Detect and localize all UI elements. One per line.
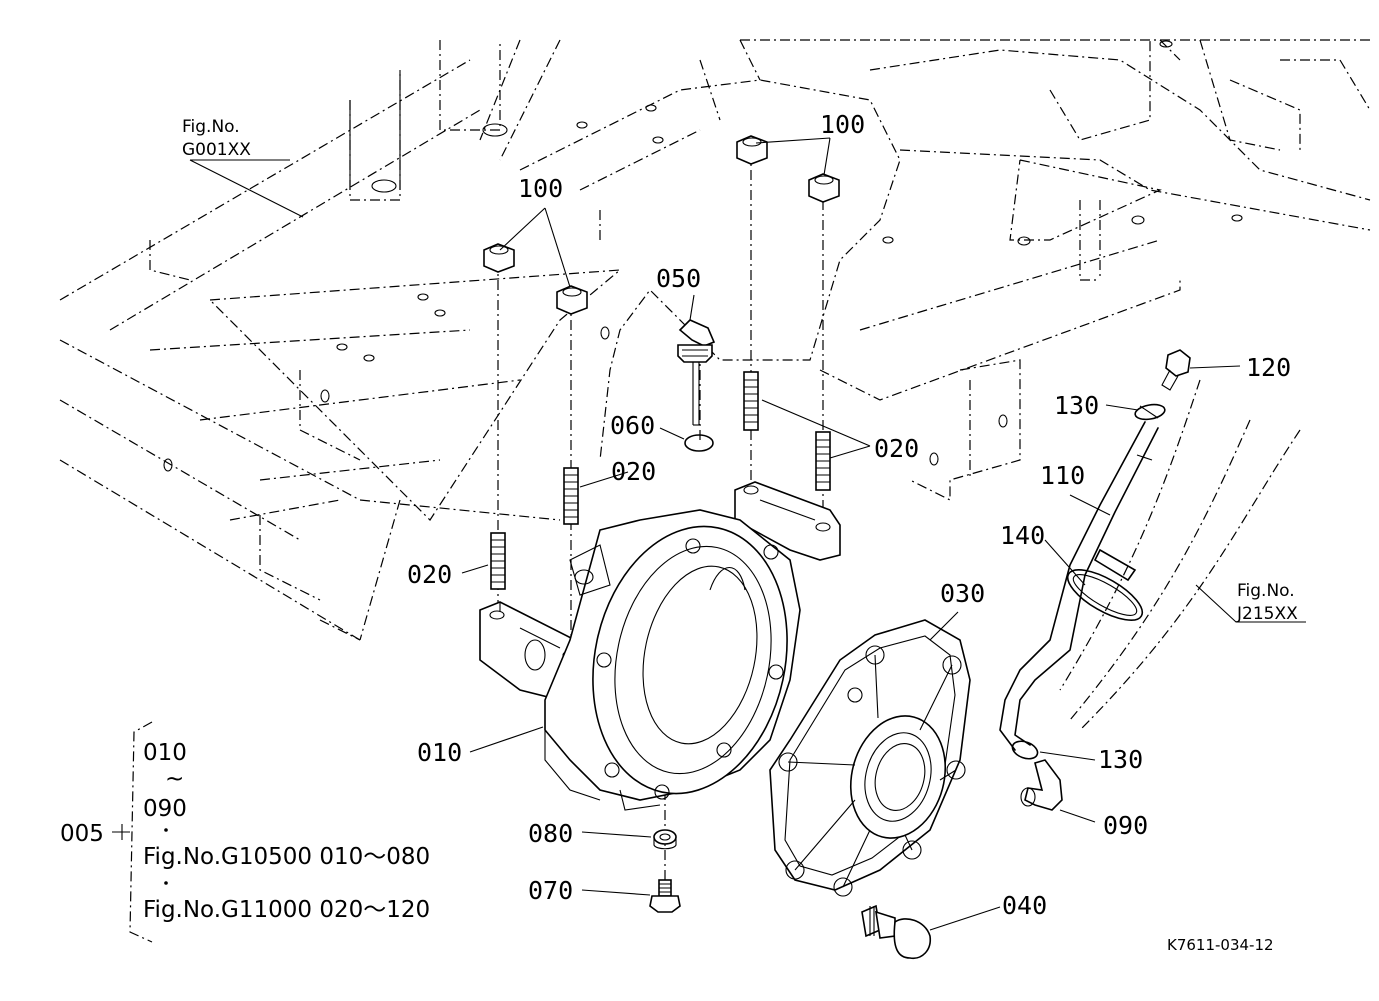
drain-plug-040 [861, 904, 932, 960]
fig-ref-left: Fig.No. G001XX [182, 117, 251, 160]
label-130-bottom: 130 [1098, 745, 1143, 774]
label-020-right: 020 [874, 434, 919, 463]
fig-ref-left-line1: Fig.No. [182, 117, 240, 137]
label-080: 080 [528, 819, 573, 848]
frame-holes [163, 40, 1243, 472]
bolt-070 [649, 879, 681, 913]
label-090: 090 [1103, 811, 1148, 840]
legend-range-end: 090 [143, 796, 187, 822]
label-100-right: 100 [820, 110, 865, 139]
stud-020-d [815, 431, 831, 491]
cover-030 [769, 619, 971, 897]
part-labels: 100 100 050 060 020 020 020 120 130 110 … [407, 110, 1291, 920]
legend-dot-2 [164, 881, 168, 885]
band-140 [1066, 548, 1144, 621]
fig-ref-right-line1: Fig.No. [1237, 581, 1295, 601]
label-040: 040 [1002, 891, 1047, 920]
clamp-130-bottom [1011, 740, 1039, 760]
fig-ref-left-line2: G001XX [182, 140, 251, 160]
stud-020-c [743, 371, 759, 431]
legend-assembly-number: 005 [60, 821, 104, 847]
nut-100-c [736, 135, 768, 165]
label-100-left: 100 [518, 174, 563, 203]
label-060: 060 [610, 411, 655, 440]
legend-range-separator: ~ [165, 766, 184, 792]
bolt-120 [1161, 349, 1191, 391]
fig-ref-right-line2: J215XX [1236, 604, 1298, 624]
nut-100-b [556, 285, 588, 315]
case-010 [479, 481, 841, 811]
label-050: 050 [656, 264, 701, 293]
leader-lines [189, 137, 1306, 931]
elbow-090 [1020, 759, 1063, 811]
dipstick-050 [677, 319, 716, 426]
label-020-center: 020 [611, 457, 656, 486]
clamp-130-top [1134, 403, 1166, 421]
label-110: 110 [1040, 461, 1085, 490]
legend-dot-1 [164, 828, 168, 832]
stud-020-b [563, 467, 579, 525]
frame-post [349, 70, 508, 193]
nut-100-d [808, 173, 840, 203]
legend-range-start: 010 [143, 740, 187, 766]
o-ring-060 [684, 434, 714, 452]
label-010: 010 [417, 738, 462, 767]
label-140: 140 [1000, 521, 1045, 550]
hose-110 [999, 421, 1159, 751]
label-120: 120 [1246, 353, 1291, 382]
nut-100-a [483, 243, 515, 273]
assembly-legend: 005 010 ~ 090 Fig.No.G10500 010～080 Fig.… [60, 721, 430, 943]
legend-reference-2: Fig.No.G11000 020～120 [143, 897, 430, 923]
drawing-code: K7611-034-12 [1167, 936, 1274, 954]
label-030: 030 [940, 579, 985, 608]
harness-phantom [1059, 379, 1301, 731]
label-020-left: 020 [407, 560, 452, 589]
stud-020-a [490, 532, 506, 590]
label-130-top: 130 [1054, 391, 1099, 420]
frame-phantom [59, 39, 1371, 641]
legend-reference-1: Fig.No.G10500 010～080 [143, 844, 430, 870]
label-070: 070 [528, 876, 573, 905]
washer-080 [653, 829, 677, 850]
fig-ref-right: Fig.No. J215XX [1236, 581, 1298, 624]
